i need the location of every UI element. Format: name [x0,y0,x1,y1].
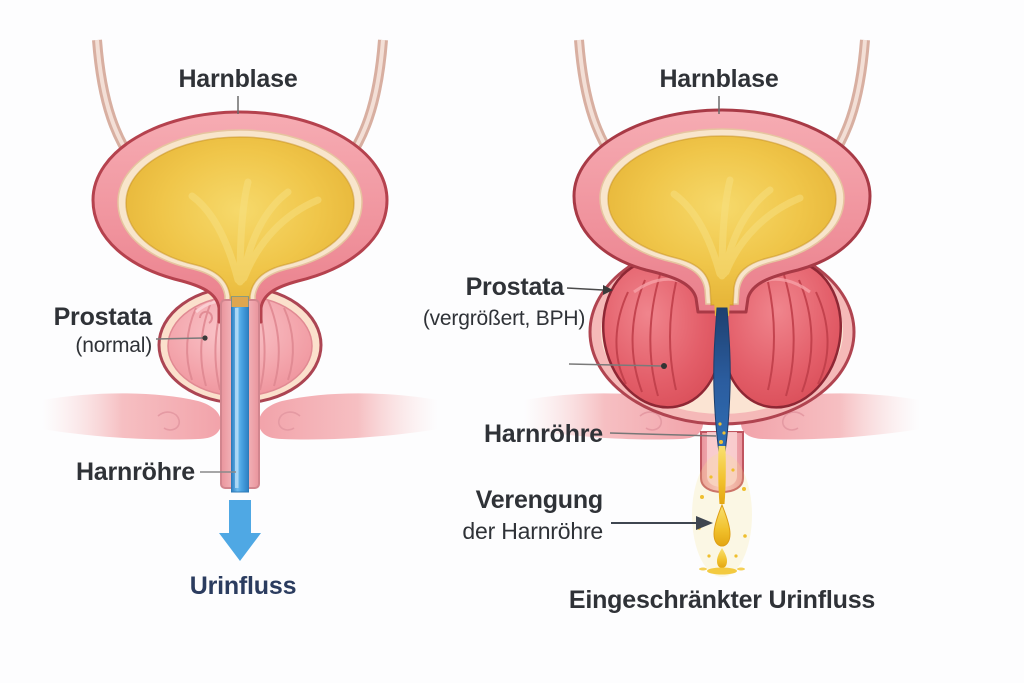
urethra-label-normal: Harnröhre [75,458,195,486]
prostate-label-normal: Prostata [53,303,153,331]
restricted-flow-label: Eingeschränkter Urinfluss [568,586,876,614]
narrowing-label-block: Verengung der Harnröhre [398,484,603,546]
normal-anatomy-illustration [42,39,438,561]
pelvic-floor [42,393,438,440]
urine-dribble [692,446,752,577]
prostate-label-pointer-1 [566,287,604,291]
bladder-label-bph: Harnblase [659,65,779,93]
prostate-label-pointer [155,337,204,340]
urethra-normal [220,296,260,493]
pointer-lines-left-panel [155,96,239,473]
urethra-label-bph: Harnröhre [483,420,603,448]
bladder [91,110,389,324]
bladder-bph [572,108,872,314]
urethra-narrowed [700,300,744,494]
narrowing-label: Verengung [475,486,604,514]
bph-anatomy-illustration [524,39,920,577]
compressed-urethra-channel [713,307,731,453]
urine-flow-arrow [219,500,261,561]
prostate-label-bph: Prostata [465,273,565,301]
urine-flow-label: Urinfluss [189,572,297,600]
urethra-label-pointer-bph [609,432,717,437]
prostate-sublabel-bph: (vergrößert, BPH) [422,307,586,330]
prostate-sublabel-normal: (normal) [75,334,152,357]
prostate-label-pointer-2 [568,363,663,367]
narrowing-sublabel: der Harnröhre [462,518,603,544]
pointer-lines-right-panel [566,96,720,530]
bladder-label-normal: Harnblase [178,65,298,93]
prostate-label-normal-block: Prostata (normal) [24,302,153,359]
